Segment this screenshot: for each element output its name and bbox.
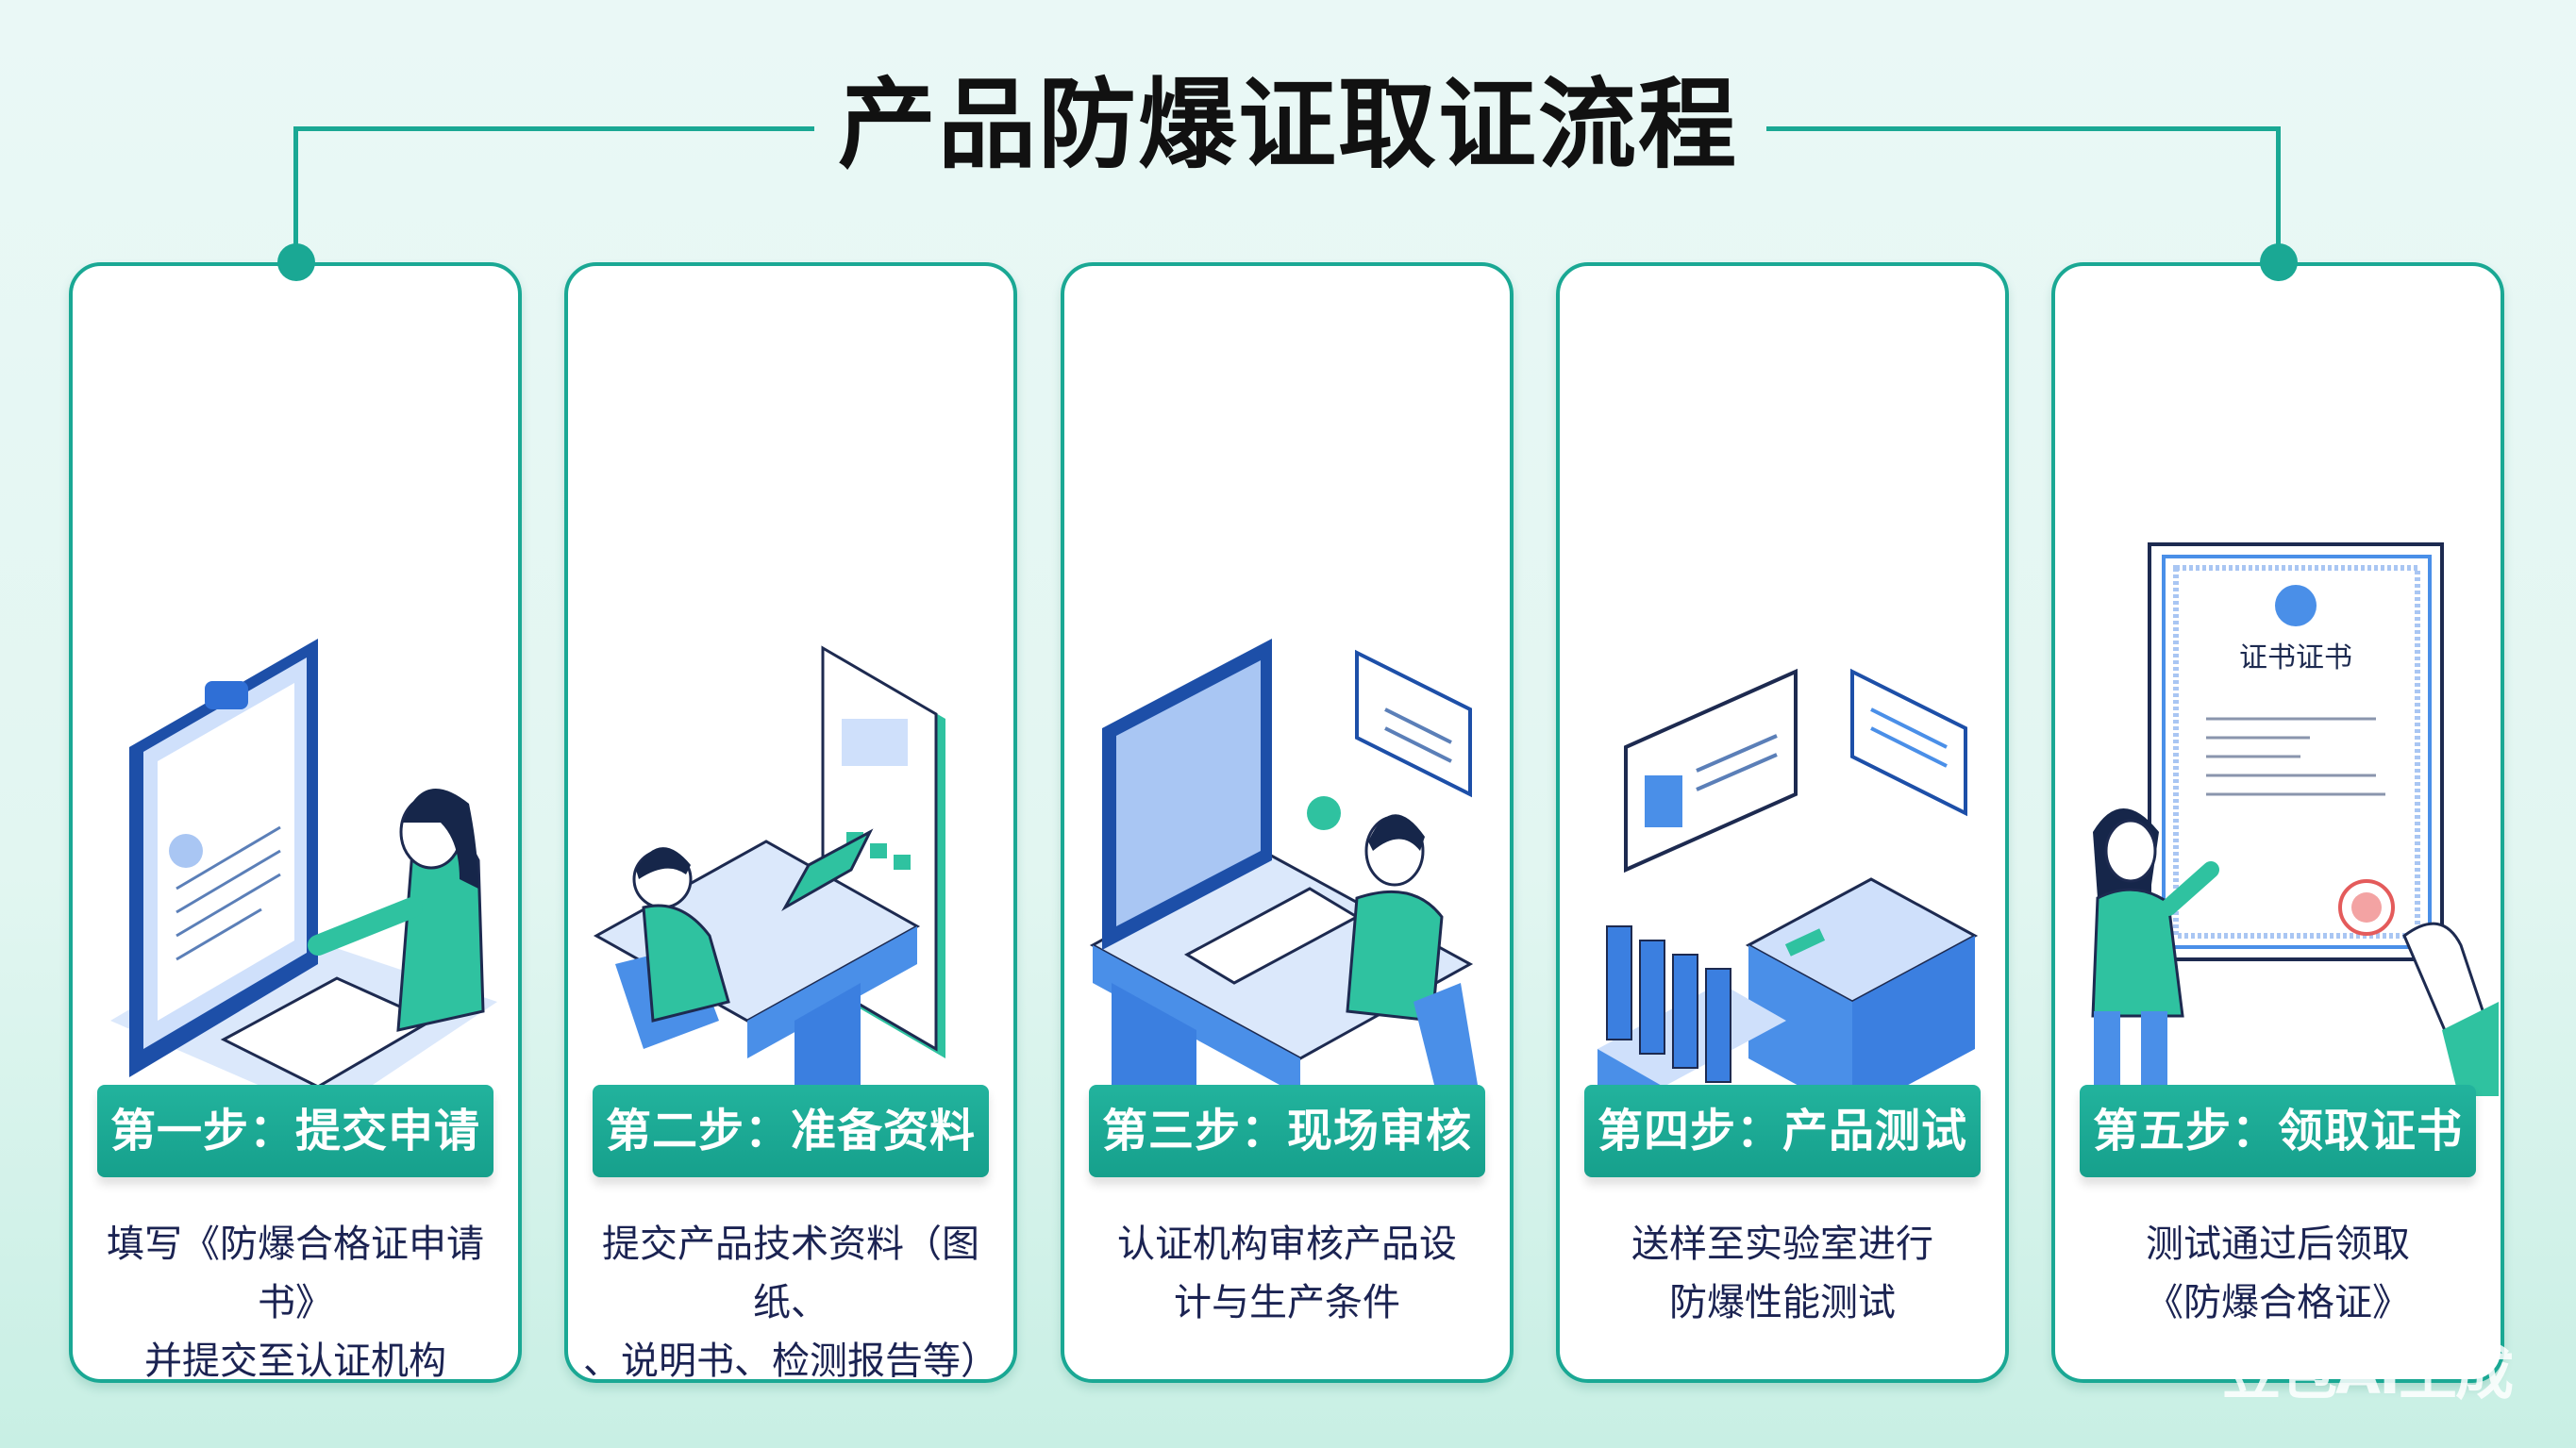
step-description: 填写《防爆合格证申请书》 并提交至认证机构 (82, 1215, 509, 1390)
connector-dot-left (277, 243, 315, 281)
connector-line-right (1766, 126, 2281, 131)
step-card-4: 第四步：产品测试 送样至实验室进行 防爆性能测试 (1556, 262, 2009, 1383)
step-description: 测试通过后领取 《防爆合格证》 (2065, 1215, 2491, 1332)
description-line: 送样至实验室进行 (1631, 1223, 1933, 1266)
watermark: 豆包AI生成 (2222, 1339, 2514, 1407)
step-description: 提交产品技术资料（图纸、 、说明书、检测报告等） (577, 1215, 1004, 1390)
description-line: 测试通过后领取 (2146, 1223, 2410, 1266)
description-line: 计与生产条件 (1174, 1281, 1400, 1324)
lab-testing-equipment-icon (1597, 668, 1979, 1096)
step-card-1: 第一步：提交申请 填写《防爆合格证申请书》 并提交至认证机构 (69, 262, 522, 1383)
step-card-2: 第二步：准备资料 提交产品技术资料（图纸、 、说明书、检测报告等） (564, 262, 1017, 1383)
clipboard-application-icon (110, 639, 497, 1096)
description-line: 提交产品技术资料（图纸、 (602, 1223, 979, 1324)
description-line: 并提交至认证机构 (144, 1340, 446, 1383)
description-line: 《防爆合格证》 (2146, 1281, 2410, 1324)
step-card-5: 证书证书 第五步：领取证书 测试通过后领取 《防爆合格证》 (2051, 262, 2504, 1383)
description-line: 防爆性能测试 (1669, 1281, 1896, 1324)
step-badge: 第四步：产品测试 (1584, 1085, 1981, 1177)
connector-line-left (295, 126, 814, 131)
step-badge: 第三步：现场审核 (1089, 1085, 1485, 1177)
description-line: 填写《防爆合格证申请书》 (107, 1223, 484, 1324)
step-description: 认证机构审核产品设 计与生产条件 (1074, 1215, 1500, 1332)
description-line: 、说明书、检测报告等） (583, 1340, 998, 1383)
connector-line-left-drop (293, 126, 298, 262)
step-badge: 第二步：准备资料 (593, 1085, 989, 1177)
page-title: 产品防爆证取证流程 (837, 67, 1738, 182)
desk-laptop-documents-icon (593, 645, 945, 1096)
step-badge: 第五步：领取证书 (2080, 1085, 2476, 1177)
step-description: 送样至实验室进行 防爆性能测试 (1569, 1215, 1996, 1332)
connector-line-right-drop (2276, 126, 2281, 262)
connector-dot-right (2260, 243, 2298, 281)
computer-workstation-icon (1089, 639, 1480, 1096)
certificate-icon: 证书证书 (2091, 542, 2499, 1096)
step-badge: 第一步：提交申请 (97, 1085, 493, 1177)
certificate-title: 证书证书 (2239, 641, 2352, 674)
step-card-3: 第三步：现场审核 认证机构审核产品设 计与生产条件 (1061, 262, 1514, 1383)
description-line: 认证机构审核产品设 (1117, 1223, 1457, 1266)
